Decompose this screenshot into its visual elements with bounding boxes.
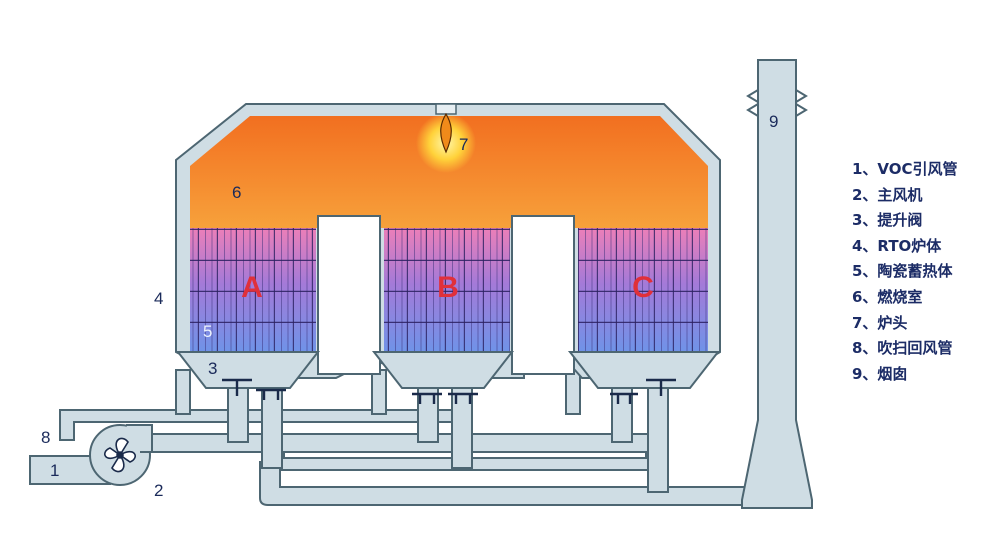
legend-item-purge-return: 8、吹扫回风管	[852, 339, 953, 358]
purge-tie-a	[175, 369, 191, 415]
chimney-body	[741, 59, 813, 509]
callout-9: 9	[769, 112, 778, 131]
hopper-c	[567, 351, 721, 389]
legend-item-main-fan: 2、主风机	[852, 185, 923, 204]
leg-a-1	[227, 387, 249, 443]
legend-item-burner: 7、炉头	[852, 313, 908, 332]
poppet-valve-icon	[646, 378, 676, 396]
hopper-a	[175, 351, 321, 389]
burner	[416, 103, 476, 173]
legend-item-rto-body: 4、RTO炉体	[852, 236, 942, 255]
poppet-valve-icon	[610, 392, 638, 404]
ceramic-beds	[190, 228, 708, 352]
main-fan	[89, 424, 153, 486]
fan-outlet	[126, 424, 153, 453]
legend-item-combustion-chamber: 6、燃烧室	[852, 287, 923, 306]
burner-head	[435, 103, 457, 115]
poppet-valve-icon	[412, 392, 442, 404]
callout-5: 5	[203, 322, 212, 341]
purge-tie-b	[371, 369, 387, 415]
callout-7: 7	[459, 135, 468, 154]
legend-item-ceramic-media: 5、陶瓷蓄热体	[852, 262, 953, 281]
chamber-label-c: C	[632, 271, 654, 304]
chimney-ridges	[746, 89, 808, 117]
callout-1: 1	[50, 461, 59, 480]
partition-ab	[317, 215, 381, 375]
chimney	[741, 59, 813, 509]
chamber-label-a: A	[241, 271, 263, 304]
hoppers	[175, 351, 721, 389]
hopper-b	[371, 351, 515, 389]
legend-item-voc-duct: 1、VOC引风管	[852, 160, 958, 178]
partition-bc	[511, 215, 575, 375]
legend-item-poppet-valve: 3、提升阀	[852, 211, 923, 230]
poppet-valve-icon	[256, 388, 286, 400]
fan-icon	[104, 437, 136, 473]
callout-4: 4	[154, 289, 163, 308]
purge-tie-c	[565, 369, 581, 415]
legend: 1、VOC引风管 2、主风机 3、提升阀 4、RTO炉体 5、陶瓷蓄热体 6、燃…	[852, 157, 958, 387]
callout-6: 6	[232, 183, 241, 202]
chamber-label-b: B	[437, 271, 459, 304]
legend-item-chimney: 9、烟囱	[852, 364, 908, 383]
callout-3: 3	[208, 359, 217, 378]
callout-8: 8	[41, 428, 50, 447]
partition-walls	[317, 215, 575, 375]
leg-c-2	[647, 387, 669, 493]
poppet-valve-icon	[448, 392, 478, 404]
poppet-valve-icon	[222, 378, 252, 396]
callout-2: 2	[154, 481, 163, 500]
main-feed-duct	[149, 433, 651, 453]
burner-flame-icon	[440, 112, 452, 154]
duct-network	[29, 369, 749, 506]
flue-duct	[259, 461, 749, 506]
poppet-valves	[222, 378, 676, 404]
